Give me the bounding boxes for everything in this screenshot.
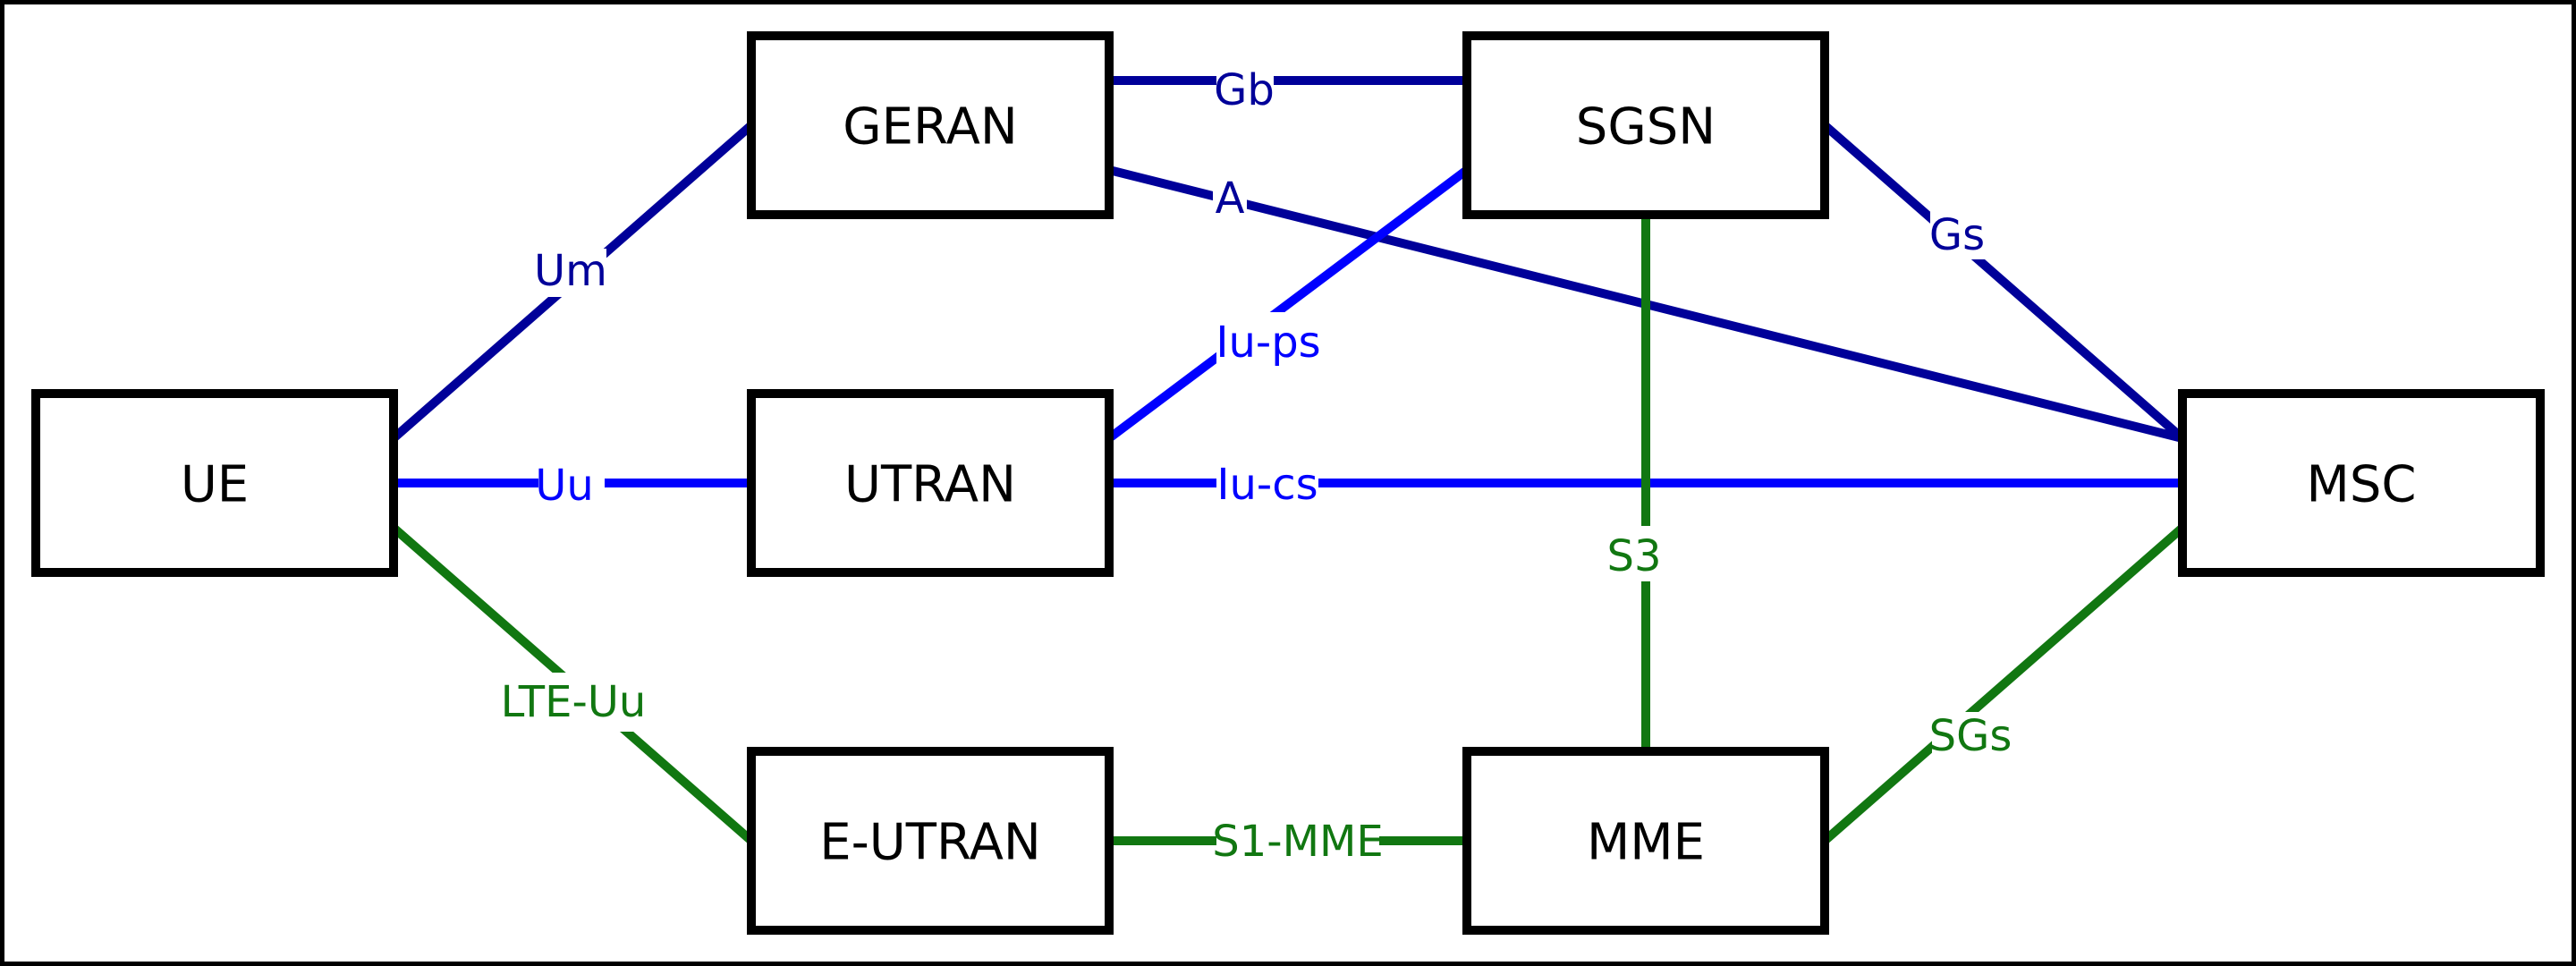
edge-s3-label: S3: [1606, 531, 1661, 581]
edge-um-label-bg: [535, 249, 606, 297]
edge-lte-uu-label-bg: [499, 673, 649, 732]
edge-sgs: SGs: [1821, 524, 2186, 844]
node-eutran[interactable]: E-UTRAN: [747, 747, 1114, 935]
edge-uu-label-bg: [538, 461, 605, 507]
edge-um: Um: [390, 122, 755, 442]
edge-s1-mme-label: S1-MME: [1212, 817, 1383, 867]
edge-sgs-label: SGs: [1929, 711, 2012, 761]
node-ue-label: UE: [181, 456, 249, 514]
node-geran-box[interactable]: [747, 31, 1114, 219]
edge-s3: S3: [1606, 215, 1665, 751]
edge-uu-label: Uu: [535, 461, 594, 511]
edge-gs-label: Gs: [1929, 210, 1985, 260]
edge-a-label: A: [1216, 174, 1245, 224]
node-ue-box[interactable]: [31, 389, 398, 577]
node-mme-label: MME: [1587, 814, 1705, 872]
node-msc-box[interactable]: [2178, 389, 2545, 577]
node-utran-box[interactable]: [747, 389, 1114, 577]
edges-layer: Um Uu LTE-Uu Gb A Iu-ps: [390, 65, 2186, 867]
edge-iu-ps-line: [1106, 166, 1470, 442]
edge-iu-cs-label-bg: [1216, 460, 1318, 510]
edge-gs: Gs: [1821, 122, 2186, 442]
edge-gs-line: [1821, 122, 2186, 442]
edge-iu-ps-label: Iu-ps: [1216, 318, 1320, 368]
node-utran[interactable]: UTRAN: [747, 389, 1114, 577]
edge-gb-label: Gb: [1214, 65, 1275, 115]
edge-gb: Gb: [1109, 65, 1467, 115]
node-mme[interactable]: MME: [1462, 747, 1829, 935]
edge-s1-mme: S1-MME: [1109, 817, 1467, 867]
edge-iu-ps: Iu-ps: [1106, 166, 1470, 442]
edge-iu-ps-label-bg: [1216, 312, 1324, 371]
edge-sgs-label-bg: [1932, 712, 2009, 760]
edge-gs-label-bg: [1930, 211, 1986, 259]
edge-s1-mme-label-bg: [1216, 818, 1379, 866]
node-geran[interactable]: GERAN: [747, 31, 1114, 219]
node-mme-box[interactable]: [1462, 747, 1829, 935]
edge-gb-label-bg: [1216, 72, 1274, 114]
edge-lte-uu-label: LTE-Uu: [501, 677, 647, 727]
node-msc[interactable]: MSC: [2178, 389, 2545, 577]
node-msc-label: MSC: [2307, 456, 2417, 514]
edge-a-label-bg: [1213, 177, 1247, 220]
node-utran-label: UTRAN: [844, 456, 1016, 514]
edge-sgs-line: [1821, 524, 2186, 844]
edge-lte-uu: LTE-Uu: [390, 524, 755, 844]
node-geran-label: GERAN: [843, 98, 1018, 157]
nodes-layer: UE GERAN UTRAN E-UTRAN SGSN MME MSC: [31, 31, 2545, 935]
edge-um-label: Um: [534, 246, 607, 296]
node-sgsn[interactable]: SGSN: [1462, 31, 1829, 219]
edge-uu: Uu: [394, 461, 751, 511]
edge-iu-cs-label: Iu-cs: [1216, 460, 1318, 510]
edge-s3-label-bg: [1608, 526, 1665, 581]
node-sgsn-label: SGSN: [1576, 98, 1716, 157]
node-eutran-box[interactable]: [747, 747, 1114, 935]
node-sgsn-box[interactable]: [1462, 31, 1829, 219]
node-ue[interactable]: UE: [31, 389, 398, 577]
node-eutran-label: E-UTRAN: [819, 814, 1041, 872]
